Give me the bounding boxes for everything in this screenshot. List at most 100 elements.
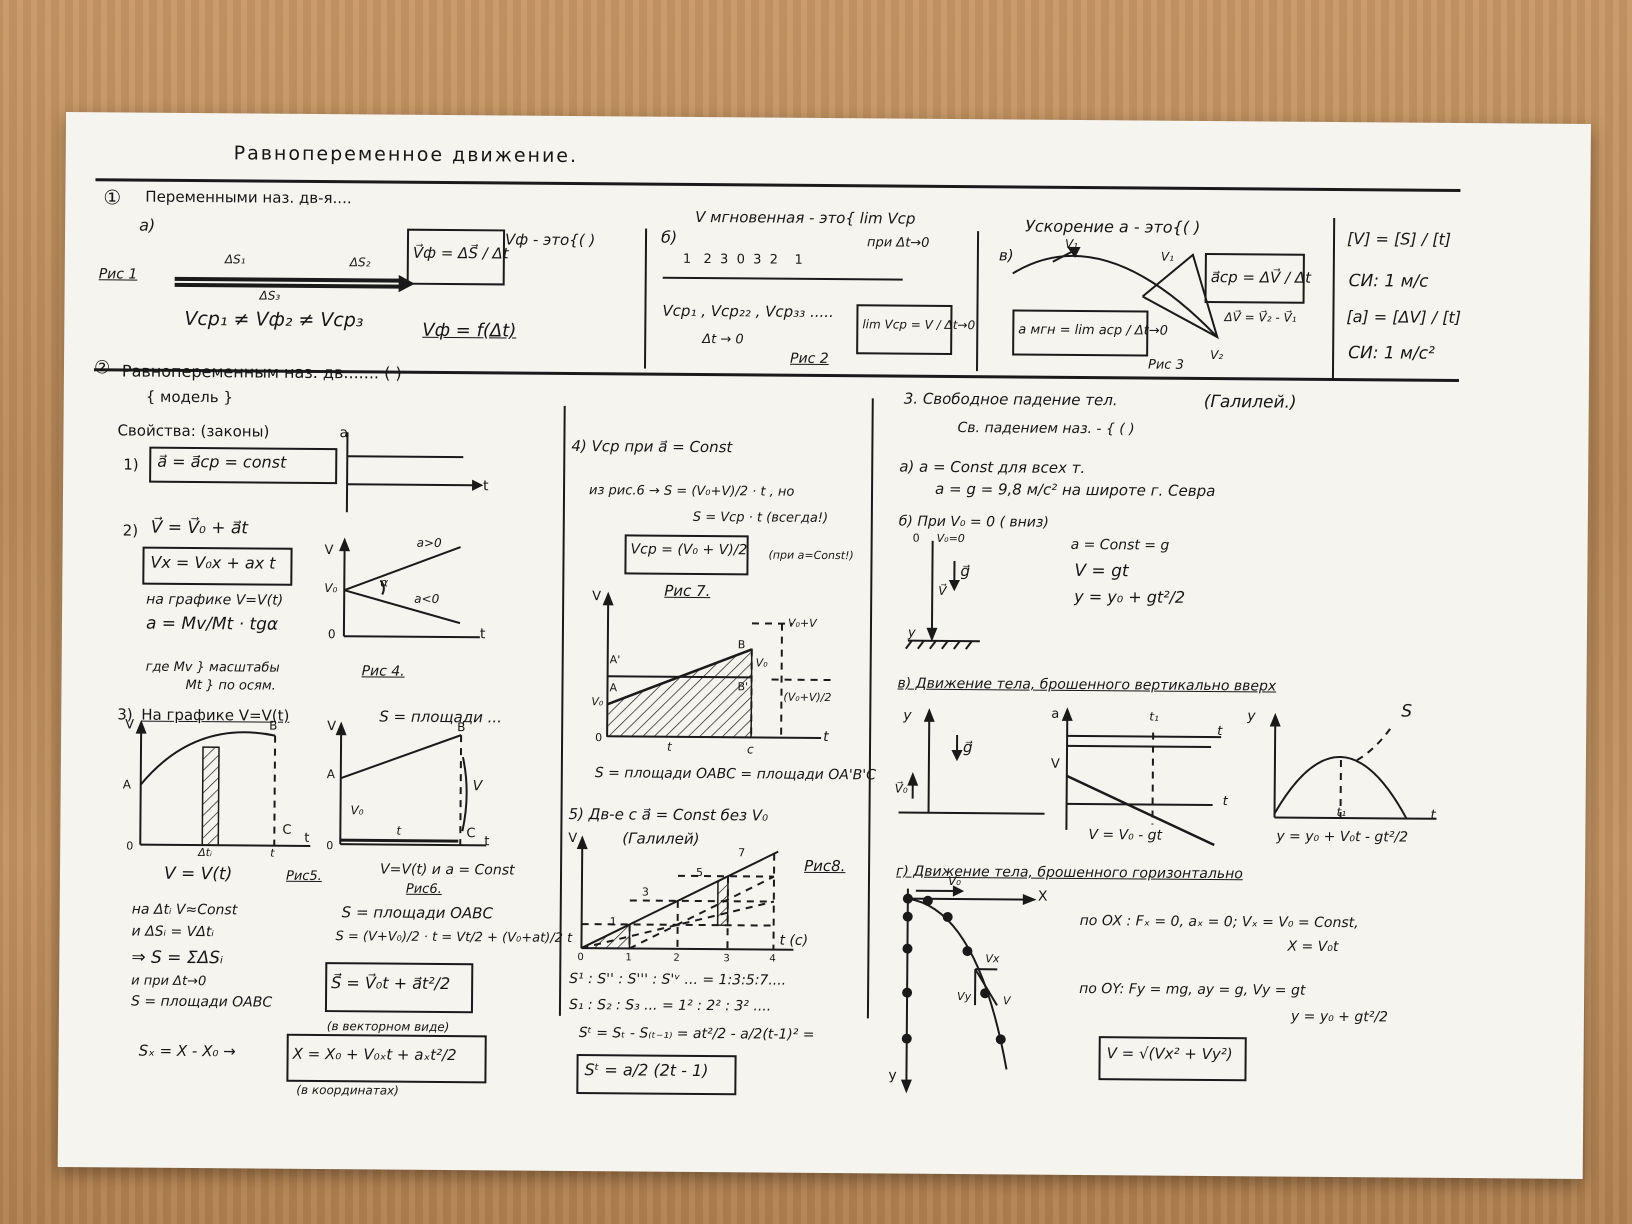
fig7-top: V₀+V	[787, 616, 817, 630]
fig7-half: (V₀+V)/2	[783, 690, 832, 705]
hthrow-v: V	[1002, 994, 1011, 1008]
fig7-v-right: V₀	[755, 656, 768, 670]
fig8-n3: 3	[641, 885, 649, 899]
fig7-v0: V₀	[591, 695, 604, 709]
fig5-b: B	[269, 718, 278, 733]
fig8-x2: 2	[673, 952, 680, 964]
law2-zero: 0	[327, 627, 336, 642]
s3b-eq3: y = y₀ + gt²/2	[1074, 586, 1186, 607]
model-label: { модель }	[145, 387, 233, 407]
s3-heading: 3. Свободное падение тел.	[903, 389, 1118, 410]
fig7-t-axis: t	[823, 728, 829, 746]
freefall-g: g⃗	[960, 562, 971, 581]
vthrow-t1-b: t₁	[1336, 805, 1347, 820]
law3-vector-note: (в векторном виде)	[326, 1019, 450, 1035]
s5-result-formula: Sᵗ = a/2 (2t - 1)	[584, 1060, 709, 1081]
units-v: [V] = [S] / [t]	[1346, 229, 1452, 249]
fig6-caption: V=V(t) и a = Const	[379, 861, 515, 879]
s3d-ox: по OX : Fₓ = 0, aₓ = 0; Vₓ = V₀ = Const,	[1079, 912, 1359, 932]
vsr-list: Vср₁ , Vср₂₂ , Vср₃₃ .....	[662, 301, 834, 322]
page-title: Равнопеременное движение.	[233, 142, 579, 168]
vthrow-s-label: S	[1401, 701, 1413, 722]
freefall-diagram	[905, 540, 980, 650]
law2-graph	[339, 537, 480, 639]
vthrow-vt: t	[1222, 794, 1228, 810]
fig1-vectors	[174, 274, 415, 293]
law3-coord-formula: X = X₀ + V₀ₓt + aₓt²/2	[292, 1044, 457, 1065]
timeline-axis	[662, 276, 903, 281]
law2-scale: где Mv } масштабы	[145, 659, 280, 676]
law2-axis-t: t	[479, 626, 486, 643]
vthrow-y-axis: y	[1247, 708, 1256, 725]
fig8-graph	[576, 835, 794, 951]
ainst-formula: a мгн = lim aср / Δt→0	[1018, 322, 1168, 339]
law3-left-3: ⇒ S = ΣΔSᵢ	[131, 947, 224, 969]
fig7-b: B	[737, 638, 746, 652]
law2-v0: V₀	[324, 581, 338, 596]
vinst-definition-2: при Δt→0	[866, 235, 930, 251]
s1-divider-2	[975, 231, 980, 372]
fig3-label: Рис 3	[1147, 357, 1184, 373]
worksheet-paper: Равнопеременное движение. ① Переменными …	[57, 112, 1591, 1179]
law1-graph	[345, 432, 484, 513]
fig8-t-axis: t (с)	[779, 932, 809, 949]
fig5-caption: V = V(t)	[163, 863, 233, 885]
freefall-v0: V₀=0	[936, 531, 965, 546]
freefall-y: y	[907, 625, 916, 641]
v1b-label: V₁	[1160, 249, 1174, 264]
horizontal-throw-diagram	[900, 885, 1037, 1094]
properties-label: Свойства: (законы)	[117, 421, 270, 441]
fig8-n7: 7	[738, 846, 746, 860]
fig6-b: B	[457, 720, 466, 735]
fig6-label: Рис6.	[405, 881, 442, 897]
s4-vsr-formula: Vср = (V₀ + V)/2	[630, 541, 748, 559]
fig5-t: t	[270, 846, 275, 860]
s1-divider-1	[644, 228, 648, 369]
fig8-x3: 3	[723, 953, 730, 965]
s4-area-equation: S = площади OABC = площади OA'B'C	[594, 765, 877, 784]
s5-ratio-3: Sᵗ = Sₜ - S₍ₜ₋₁₎ = at²/2 - a/2(t-1)² =	[578, 1025, 815, 1043]
law2-formula: Vx = V₀x + ax t	[150, 552, 276, 573]
vf-definition: Vф - это{( )	[504, 230, 596, 250]
law2-number: 2)	[122, 521, 139, 540]
hthrow-x: X	[1037, 888, 1048, 905]
fig7-graph	[602, 591, 832, 739]
vthrow-v-axis: V	[1050, 756, 1060, 772]
dt-to-zero: Δt → 0	[702, 332, 744, 348]
law3-left-2: и ΔSᵢ = VΔtᵢ	[131, 923, 214, 941]
mid-divider-1	[558, 405, 566, 1016]
vthrow-y-equation: y = y₀ + V₀t - gt²/2	[1276, 828, 1409, 846]
fig5-t-axis: t	[304, 830, 310, 846]
s3c: в) Движение тела, брошенного вертикально…	[897, 675, 1277, 695]
fig7-c: c	[746, 742, 754, 757]
fig3-trajectory	[1012, 246, 1219, 340]
law2-a-negative: a<0	[414, 591, 440, 606]
hthrow-y: y	[888, 1067, 897, 1084]
s3d-oy: по OY: Fy = mg, ay = g, Vy = gt	[1079, 980, 1306, 999]
law3-right-2: S = (V+V₀)/2 · t = Vt/2 + (V₀+at)/2 t	[335, 929, 573, 947]
vthrow-y-graph	[1269, 712, 1437, 820]
fig6-zero: 0	[326, 839, 334, 853]
law2-a-positive: a>0	[416, 535, 442, 550]
fig8-v: V	[568, 830, 578, 847]
section2-heading: Равнопеременным наз. дв....... ( )	[121, 361, 402, 383]
law1-number: 1)	[123, 455, 139, 474]
fig6-t: t	[396, 823, 402, 838]
ds2-label: ΔS₂	[349, 255, 371, 270]
s4-note: (при a=Const!)	[768, 548, 854, 563]
law1-axis-a: a	[339, 425, 349, 442]
vthrow-t: t	[1217, 724, 1223, 740]
fig7-zero: 0	[595, 731, 603, 745]
s4-heading: 4) Vср при a⃗ = Const	[571, 436, 733, 457]
fig1-label: Рис 1	[98, 266, 138, 283]
law3-left-4: и при Δt→0	[131, 973, 207, 990]
vinst-box-text: lim Vср = V / Δt→0	[862, 317, 976, 333]
law3-text: На графике V=V(t)	[141, 705, 290, 725]
vthrow-v-equation: V = V₀ - gt	[1088, 827, 1163, 844]
s4-line2: S = Vср · t (всегда!)	[692, 509, 829, 526]
law3-left-1: на Δtᵢ V≈Const	[131, 901, 238, 919]
svg-defs	[66, 112, 67, 113]
fig7-v: V	[592, 589, 602, 605]
ds1-label: ΔS₁	[224, 252, 246, 267]
law3-coord-note: (в координатах)	[296, 1082, 399, 1098]
